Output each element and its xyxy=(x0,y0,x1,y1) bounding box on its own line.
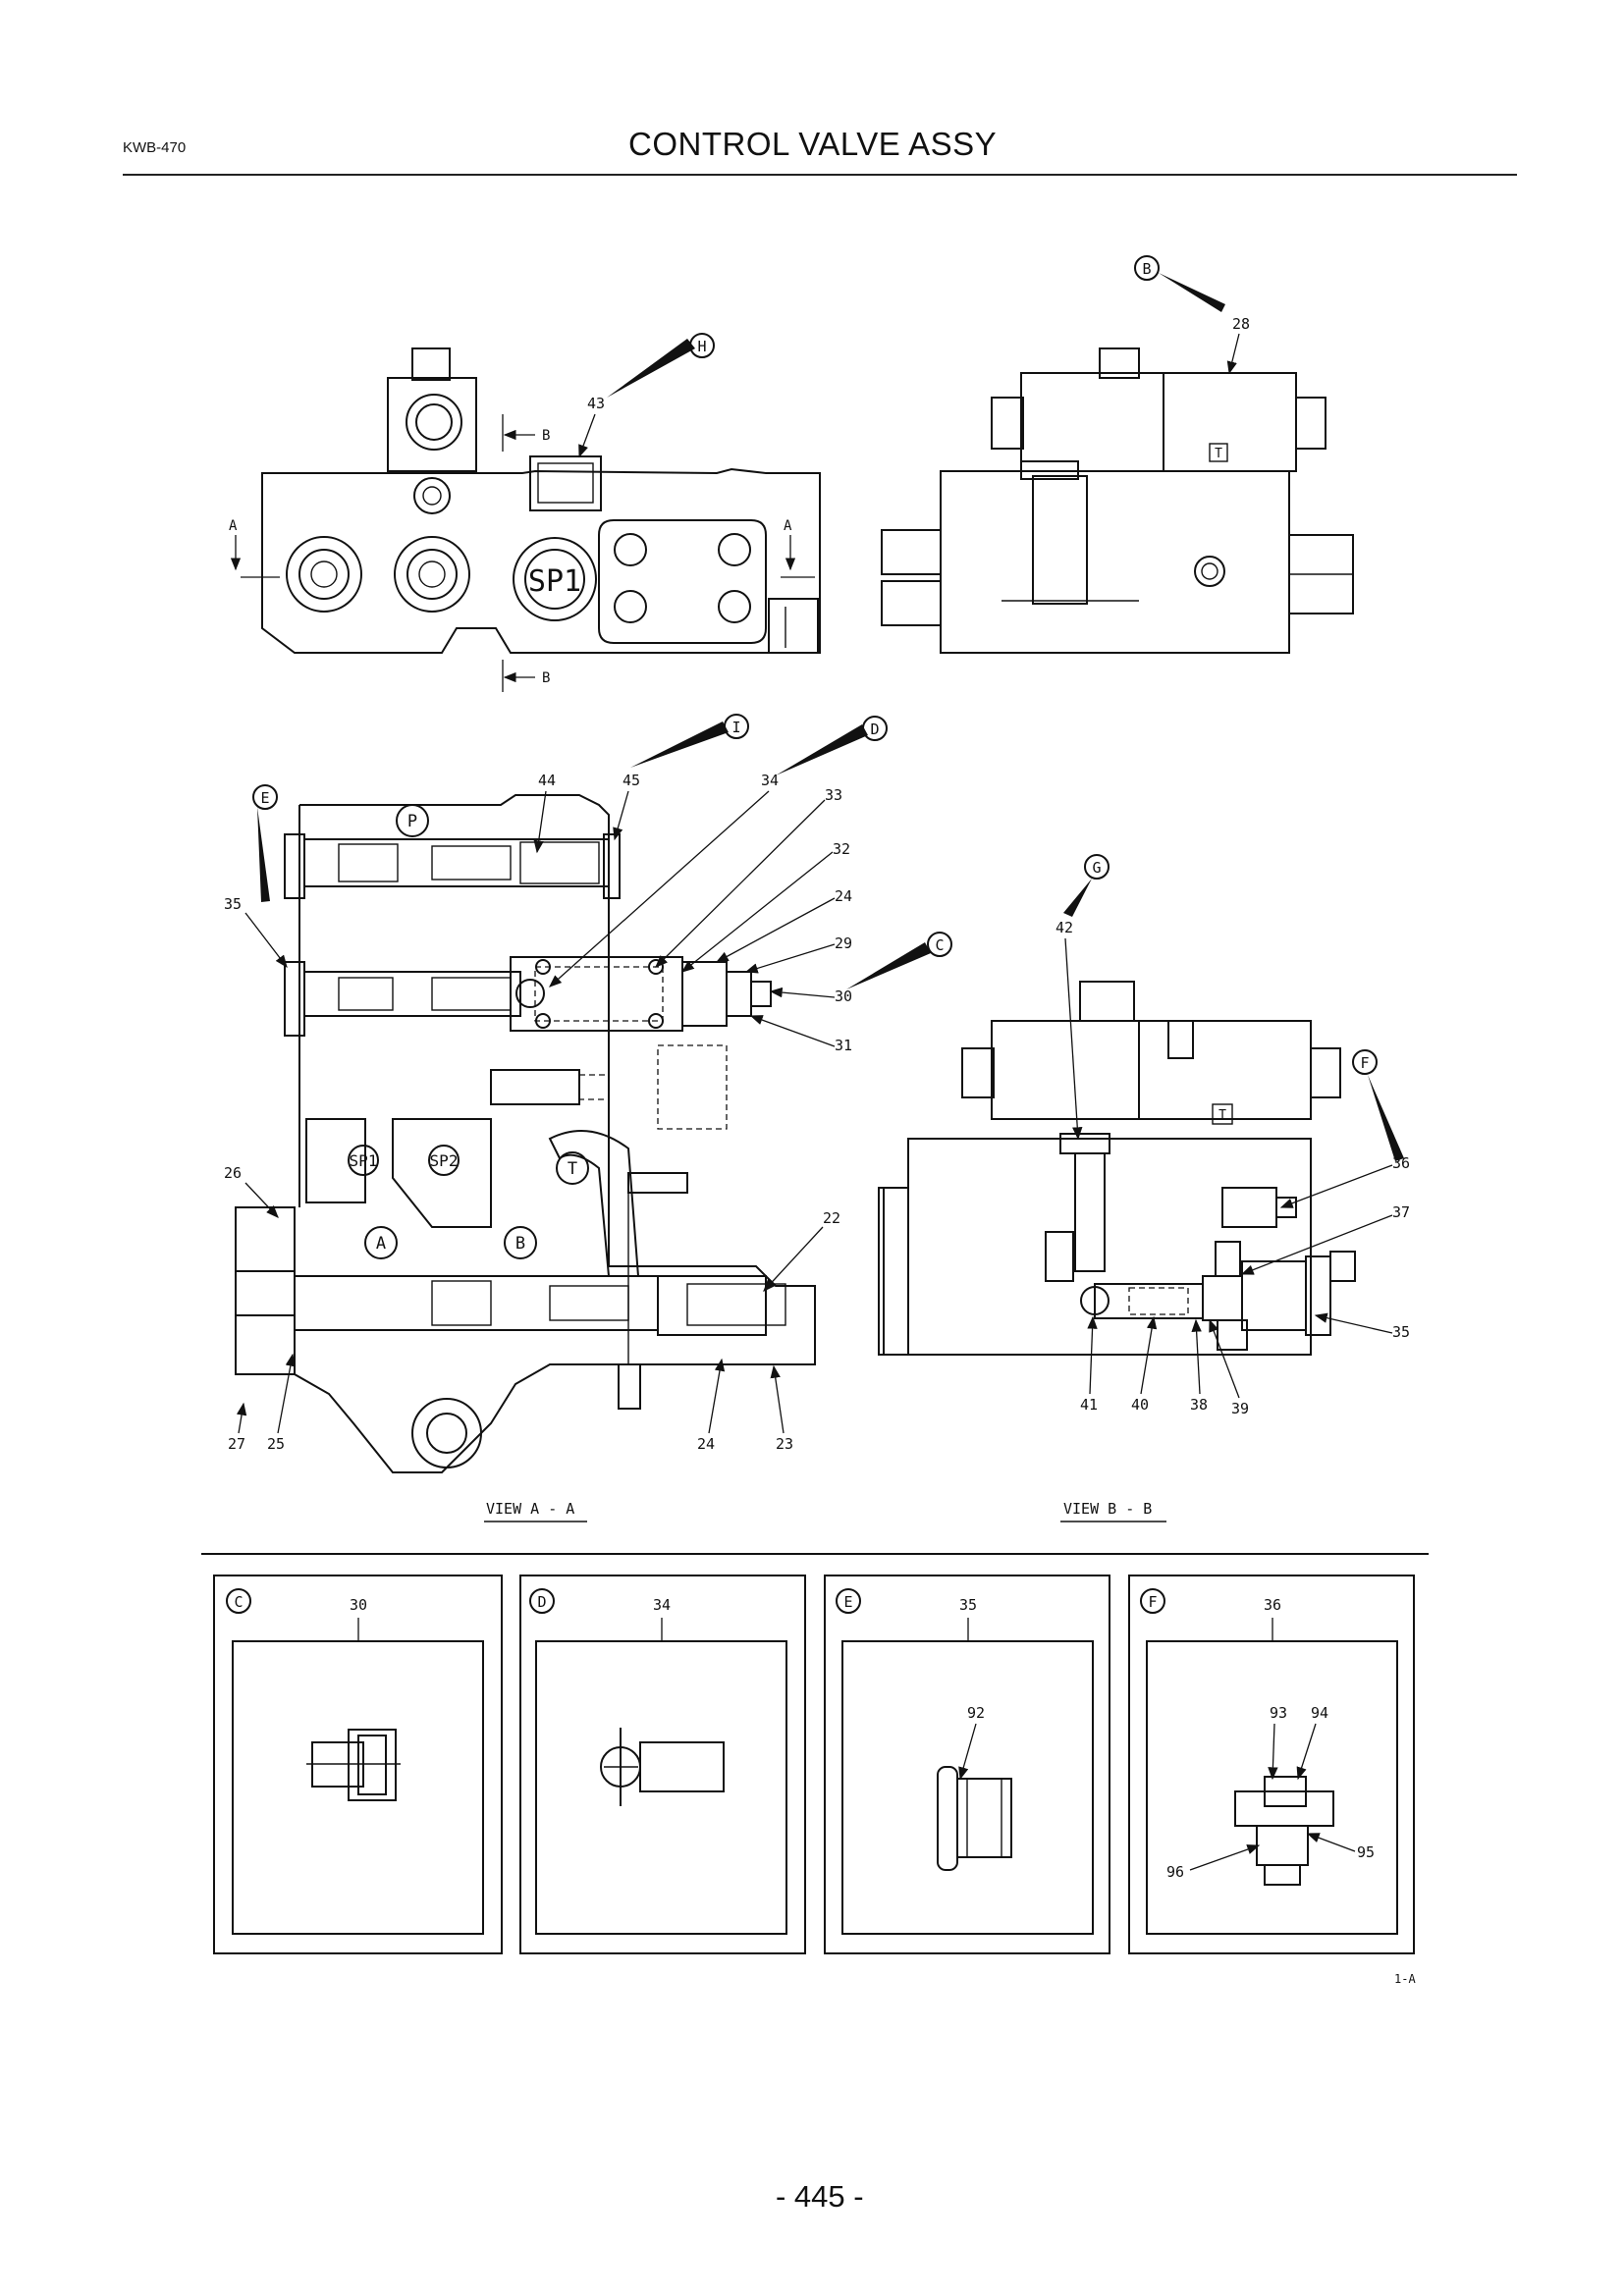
port-label-sp1: SP1 xyxy=(528,564,581,599)
detail-box-c-marker: C xyxy=(234,1593,243,1611)
part-number-31: 31 xyxy=(835,1037,852,1054)
figure-reference: 1-A xyxy=(1394,1972,1416,1986)
part-number-24-upper: 24 xyxy=(835,887,852,905)
part-number-42: 42 xyxy=(1056,919,1073,936)
view-b-b-diagram: G 42 T xyxy=(878,854,1410,1522)
detail-box-c: C 30 xyxy=(213,1575,503,1954)
detail-box-f-part-94: 94 xyxy=(1311,1704,1328,1722)
detail-box-f-part: 36 xyxy=(1264,1596,1281,1614)
port-label-sp1-section: SP1 xyxy=(350,1151,378,1170)
part-number-22: 22 xyxy=(823,1209,840,1227)
detail-pointer-h xyxy=(607,339,695,398)
part-number-45: 45 xyxy=(623,772,640,789)
detail-box-e: E 35 92 xyxy=(824,1575,1110,1954)
detail-box-e-part-92: 92 xyxy=(967,1704,985,1722)
part-number-29: 29 xyxy=(835,934,852,952)
detail-marker-g: G xyxy=(1092,859,1101,877)
detail-box-f-part-93: 93 xyxy=(1270,1704,1287,1722)
port-label-t-top: T xyxy=(1215,447,1222,461)
detail-marker-f: F xyxy=(1360,1054,1369,1072)
part-number-25: 25 xyxy=(267,1435,285,1453)
detail-box-f-marker: F xyxy=(1148,1593,1157,1611)
detail-pointer-d xyxy=(776,724,868,775)
view-label-a-a: VIEW A - A xyxy=(486,1500,574,1518)
section-marker-b-bottom: B xyxy=(542,670,550,686)
detail-box-f-part-95: 95 xyxy=(1357,1843,1375,1861)
section-marker-b-top: B xyxy=(542,428,550,444)
part-number-26: 26 xyxy=(224,1164,242,1182)
part-number-27: 27 xyxy=(228,1435,245,1453)
port-label-t-view-b: T xyxy=(1218,1108,1226,1123)
part-number-35-left: 35 xyxy=(224,895,242,913)
detail-pointer-c xyxy=(846,942,931,989)
detail-box-d: D 34 xyxy=(519,1575,806,1954)
part-number-41: 41 xyxy=(1080,1396,1098,1414)
detail-marker-c: C xyxy=(935,936,944,954)
page-title: CONTROL VALVE ASSY xyxy=(628,126,998,162)
part-number-30: 30 xyxy=(835,988,852,1005)
view-label-b-b: VIEW B - B xyxy=(1063,1500,1152,1518)
detail-marker-h: H xyxy=(697,338,706,355)
detail-marker-b: B xyxy=(1142,260,1151,278)
detail-pointer-g xyxy=(1063,879,1092,917)
part-number-38: 38 xyxy=(1190,1396,1208,1414)
detail-box-c-part: 30 xyxy=(350,1596,367,1614)
part-number-43: 43 xyxy=(587,395,605,412)
part-number-44: 44 xyxy=(538,772,556,789)
part-number-40: 40 xyxy=(1131,1396,1149,1414)
part-number-39: 39 xyxy=(1231,1400,1249,1417)
detail-box-d-marker: D xyxy=(537,1593,546,1611)
top-side-view: B 28 T xyxy=(881,255,1354,654)
detail-box-e-marker: E xyxy=(843,1593,852,1611)
detail-marker-i: I xyxy=(731,719,740,736)
page-number: - 445 - xyxy=(776,2179,864,2214)
document-code: KWB-470 xyxy=(123,139,187,156)
port-label-a: A xyxy=(376,1234,386,1254)
part-number-34: 34 xyxy=(761,772,779,789)
top-front-view: SP1 A A B B 43 H xyxy=(229,333,821,692)
detail-box-d-part: 34 xyxy=(653,1596,671,1614)
part-number-23: 23 xyxy=(776,1435,793,1453)
detail-pointer-b xyxy=(1159,273,1225,312)
detail-pointer-f xyxy=(1368,1075,1404,1161)
detail-box-f-part-96: 96 xyxy=(1166,1863,1184,1881)
port-label-sp2: SP2 xyxy=(430,1151,459,1170)
part-number-35-view: 35 xyxy=(1392,1323,1410,1341)
part-number-36-view: 36 xyxy=(1392,1154,1410,1172)
view-a-a-diagram: SP1 SP2 T P A B I xyxy=(224,714,952,1522)
detail-pointer-i xyxy=(630,721,729,768)
part-number-33: 33 xyxy=(825,786,842,804)
detail-pointer-e xyxy=(257,807,270,902)
section-marker-a-right: A xyxy=(784,518,792,534)
section-marker-a-left: A xyxy=(229,518,238,534)
port-label-t-section: T xyxy=(568,1159,577,1179)
detail-box-e-part: 35 xyxy=(959,1596,977,1614)
part-number-37: 37 xyxy=(1392,1203,1410,1221)
part-number-28: 28 xyxy=(1232,315,1250,333)
detail-marker-d: D xyxy=(870,721,879,738)
part-number-24-lower: 24 xyxy=(697,1435,715,1453)
part-number-32: 32 xyxy=(833,840,850,858)
detail-marker-e: E xyxy=(260,789,269,807)
port-label-p: P xyxy=(407,812,417,831)
header-rule xyxy=(123,174,1517,176)
port-label-b: B xyxy=(515,1234,525,1254)
detail-box-f: F 36 93 94 95 96 xyxy=(1128,1575,1415,1954)
